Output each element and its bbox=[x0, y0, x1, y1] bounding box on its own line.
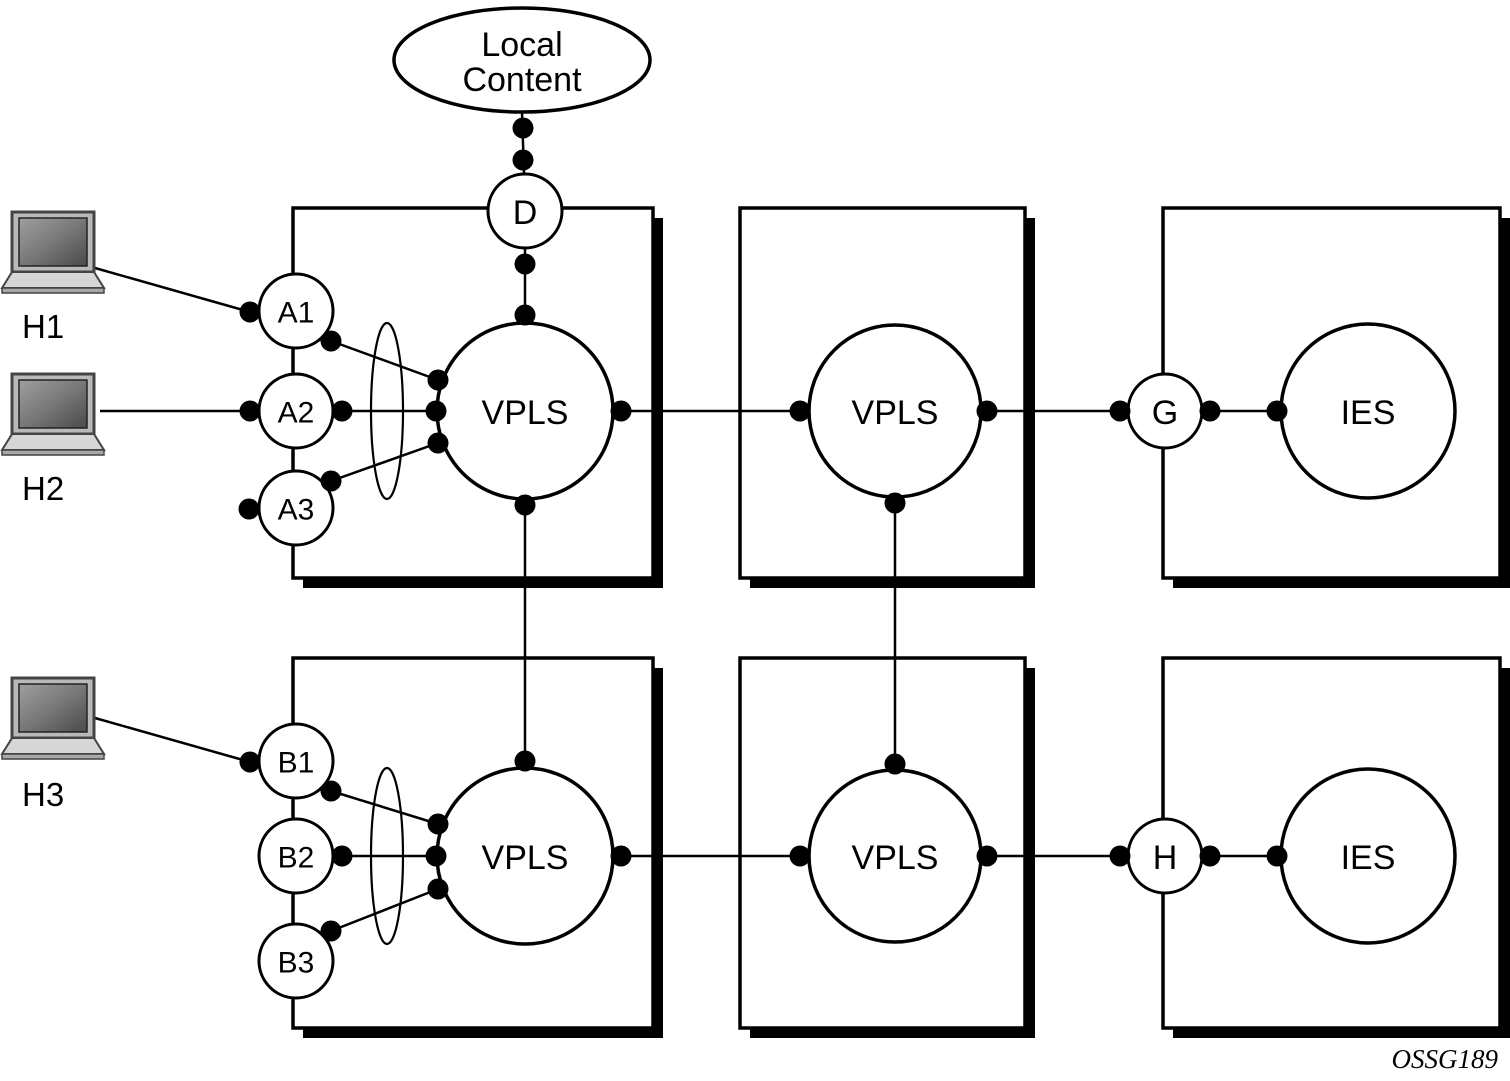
sap-label-a2: A2 bbox=[278, 397, 315, 430]
connector-dot bbox=[320, 920, 342, 942]
connector-dot bbox=[331, 845, 353, 867]
connector-dot bbox=[427, 878, 449, 900]
vpls-label-top-left: VPLS bbox=[482, 394, 569, 432]
laptop-lip bbox=[1, 753, 105, 760]
sap-b3 bbox=[257, 922, 335, 1000]
ies-label-top: IES bbox=[1341, 394, 1396, 432]
host-label-h2: H2 bbox=[22, 470, 64, 507]
link-h3-b1 bbox=[94, 716, 251, 764]
connector-dot bbox=[884, 753, 906, 775]
connector-dot bbox=[1266, 400, 1288, 422]
sap-label-b1: B1 bbox=[278, 747, 315, 780]
connector-dot bbox=[514, 253, 536, 275]
connector-dot bbox=[610, 400, 632, 422]
sap-group-oval-top bbox=[369, 321, 405, 501]
connector-dot bbox=[789, 845, 811, 867]
laptop-screen bbox=[18, 683, 88, 733]
gateway-label-g: G bbox=[1152, 394, 1178, 432]
connector-dot bbox=[320, 780, 342, 802]
connector-dot bbox=[239, 751, 261, 773]
host-label-h1: H1 bbox=[22, 308, 64, 345]
link-b1-vpls bbox=[330, 789, 439, 826]
connector-dot bbox=[512, 117, 534, 139]
connector-dot bbox=[1199, 400, 1221, 422]
connector-dot bbox=[331, 400, 353, 422]
link-h1-a1 bbox=[94, 266, 251, 314]
connector-dot bbox=[239, 400, 261, 422]
host-label-h3: H3 bbox=[22, 776, 64, 813]
connector-dot bbox=[238, 498, 260, 520]
connector-dot bbox=[425, 400, 447, 422]
laptop-icon-h3 bbox=[0, 676, 106, 760]
laptop-lip bbox=[1, 449, 105, 456]
connector-dot bbox=[1266, 845, 1288, 867]
laptop-screen bbox=[18, 217, 88, 267]
figure-watermark: OSSG189 bbox=[1392, 1044, 1499, 1074]
connector-dot bbox=[320, 330, 342, 352]
gateway-label-h: H bbox=[1153, 839, 1178, 877]
connector-dot bbox=[427, 813, 449, 835]
laptop-icon-h2 bbox=[0, 372, 106, 456]
sap-group-oval-bottom bbox=[369, 766, 405, 946]
sap-label-a1: A1 bbox=[278, 297, 315, 330]
gateway-label-d: D bbox=[513, 194, 538, 232]
connector-dot bbox=[976, 400, 998, 422]
vpls-label-bottom-middle: VPLS bbox=[852, 839, 939, 877]
connector-dot bbox=[239, 301, 261, 323]
connector-dot bbox=[427, 432, 449, 454]
local-content-label-line1: Local bbox=[481, 26, 562, 64]
connector-dot bbox=[425, 845, 447, 867]
sap-label-b3: B3 bbox=[278, 947, 315, 980]
connector-dot bbox=[789, 400, 811, 422]
laptop-base bbox=[0, 271, 106, 289]
connector-dot bbox=[1109, 845, 1131, 867]
sap-label-a3: A3 bbox=[278, 494, 315, 527]
connector-dot bbox=[512, 149, 534, 171]
link-a3-vpls bbox=[330, 441, 439, 483]
laptop-lip bbox=[1, 287, 105, 294]
laptop-base bbox=[0, 737, 106, 755]
connector-dot bbox=[514, 750, 536, 772]
ies-label-bottom: IES bbox=[1341, 839, 1396, 877]
connector-dots bbox=[238, 117, 1288, 942]
connector-dot bbox=[514, 494, 536, 516]
connector-dot bbox=[320, 470, 342, 492]
connector-dot bbox=[514, 304, 536, 326]
node-d bbox=[486, 172, 564, 250]
vpls-label-bottom-left: VPLS bbox=[482, 839, 569, 877]
local-content-cloud bbox=[392, 6, 652, 114]
connector-dot bbox=[610, 845, 632, 867]
sap-label-b2: B2 bbox=[278, 842, 315, 875]
laptop-base bbox=[0, 433, 106, 451]
local-content-label-line2: Content bbox=[462, 61, 582, 99]
laptop-icon-h1 bbox=[0, 210, 106, 294]
link-a1-vpls bbox=[330, 339, 439, 382]
laptop-screen bbox=[18, 379, 88, 429]
connector-dot bbox=[427, 369, 449, 391]
connector-dot bbox=[1199, 845, 1221, 867]
connector-dot bbox=[884, 492, 906, 514]
connector-dot bbox=[1109, 400, 1131, 422]
link-b3-vpls bbox=[330, 887, 439, 933]
vpls-label-top-middle: VPLS bbox=[852, 394, 939, 432]
connector-dot bbox=[976, 845, 998, 867]
